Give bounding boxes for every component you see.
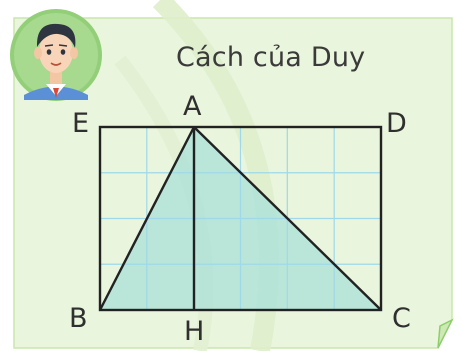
rectangle-edcb [98,125,383,312]
vertex-label-a: A [183,91,202,122]
side-ab [98,126,196,311]
vertex-label-b: B [69,303,88,334]
folded-corner [437,318,454,349]
vertex-label-e: E [72,108,90,139]
diagram-title: Cách của Duy [176,42,366,73]
vertex-label-h: H [184,316,205,347]
vertex-label-c: C [392,303,411,334]
side-ac [193,126,382,311]
vertex-label-d: D [386,108,407,139]
boy-avatar-icon [10,9,102,101]
